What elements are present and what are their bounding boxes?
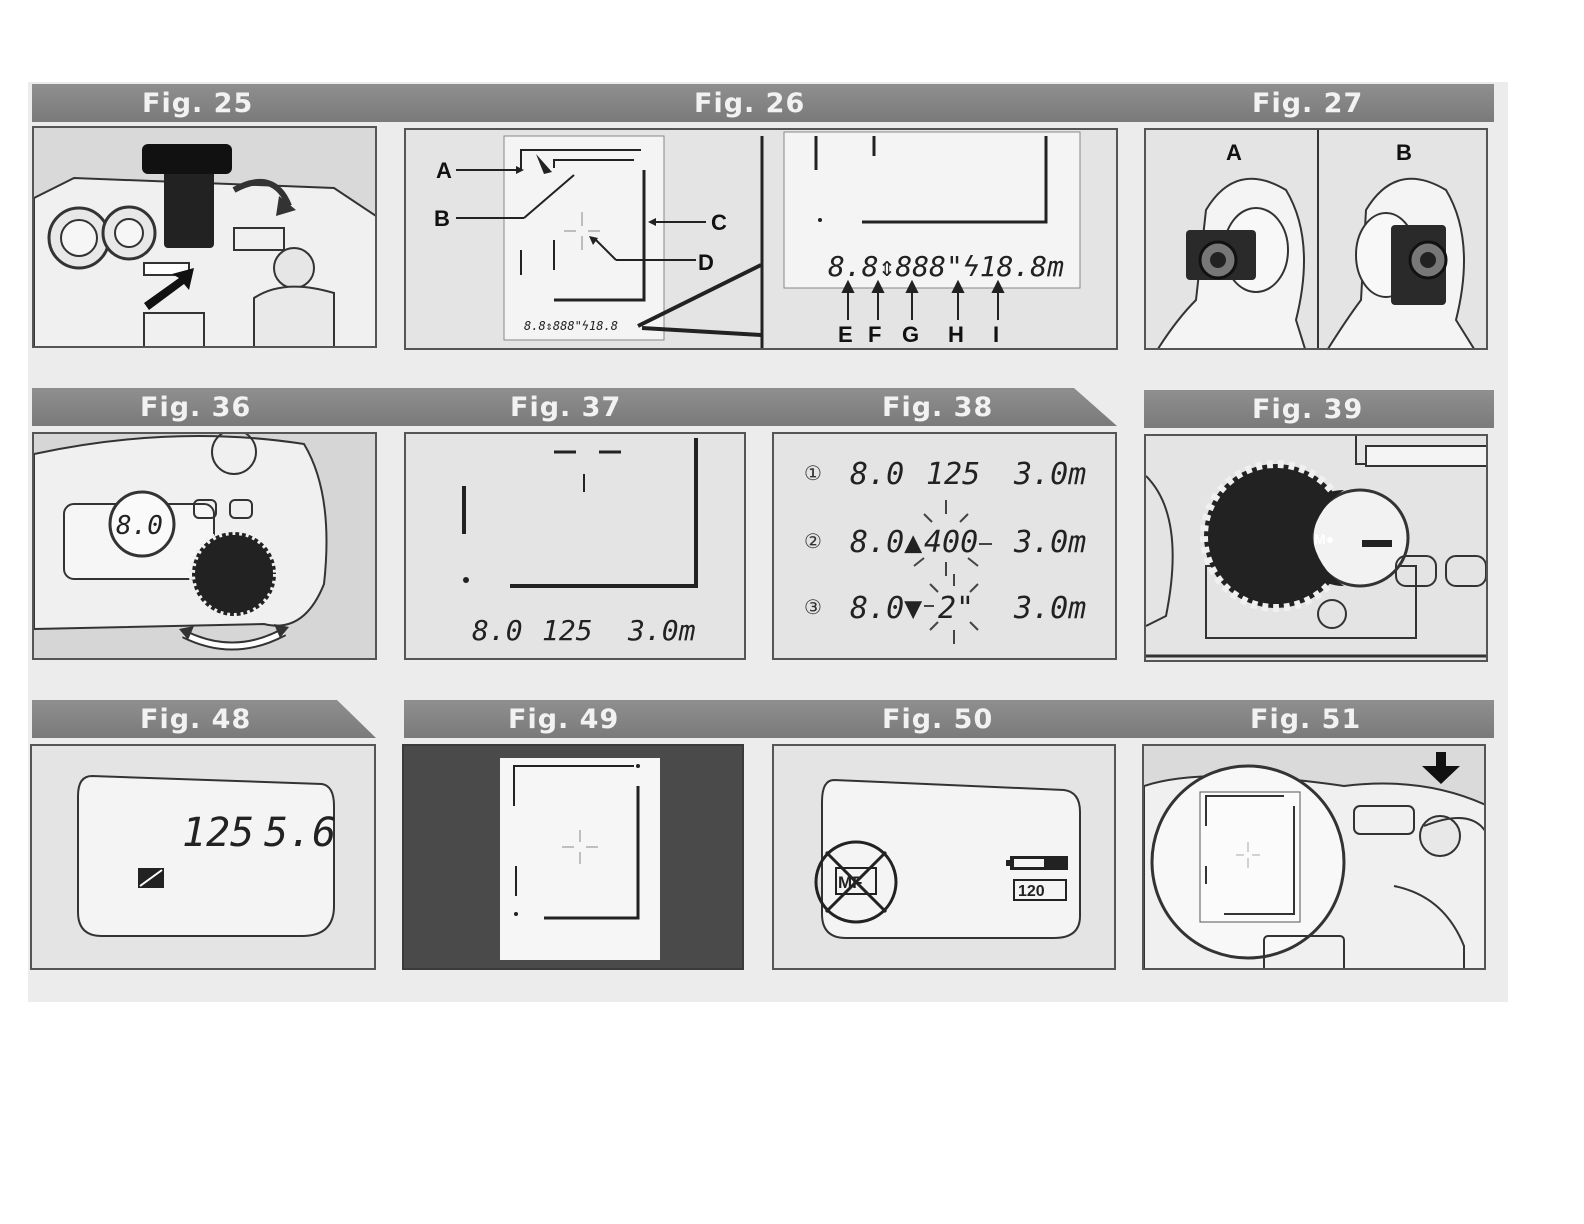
- fig-header-band-row1: Fig. 25 Fig. 26 Fig. 27: [32, 84, 1494, 122]
- callout-d: D: [698, 250, 714, 275]
- camera-top-illustration: [34, 128, 377, 348]
- exposure-warning-display: ① 8.0 125 3.0m ② 8.0▲ 400 3.0m ③ 8.0▼ 2"…: [774, 434, 1117, 660]
- callout-a: A: [436, 158, 452, 183]
- callout-e: E: [838, 322, 853, 347]
- aperture-value: 8.0: [116, 511, 163, 541]
- row-2-distance: 3.0m: [1013, 525, 1086, 560]
- label-a: A: [1226, 140, 1242, 165]
- row-3-shutter: 2": [938, 591, 974, 626]
- fig-50-label: Fig. 50: [882, 704, 993, 735]
- row-2-number: ②: [804, 531, 822, 553]
- shutter-value: 125: [182, 810, 254, 856]
- row-3-distance: 3.0m: [1013, 591, 1086, 626]
- label-b: B: [1396, 140, 1412, 165]
- fig-36-panel: 8.0: [32, 432, 377, 660]
- fig-48-panel: 125 5.6: [30, 744, 376, 970]
- fig-26-panel: A B C D 8.8⇕888"ϟ18.8 8.8⇕888"ϟ18.8m E F…: [404, 128, 1118, 350]
- callout-b: B: [434, 206, 450, 231]
- press-arrow-icon: [1422, 752, 1460, 784]
- fig-header-band-row3-right: Fig. 49 Fig. 50 Fig. 51: [404, 700, 1494, 738]
- aperture-dial-illustration: 8.0: [34, 434, 377, 660]
- fig-50-panel: MF 120: [772, 744, 1116, 970]
- fig-header-band-row3-left: Fig. 48: [32, 700, 376, 738]
- callout-i: I: [993, 322, 999, 347]
- viewfinder-frame-49: [404, 746, 744, 970]
- fig-36-label: Fig. 36: [140, 392, 251, 423]
- row-2-shutter: 400: [924, 525, 978, 560]
- fig-38-panel: ① 8.0 125 3.0m ② 8.0▲ 400 3.0m ③ 8.0▼ 2"…: [772, 432, 1117, 660]
- fig-header-band-row2-right: Fig. 39: [1144, 390, 1494, 428]
- shutter-value: 125: [542, 614, 593, 647]
- small-lcd-readout: 8.8⇕888"ϟ18.8: [524, 319, 618, 333]
- fig-49-label: Fig. 49: [508, 704, 619, 735]
- fig-39-panel: M●: [1144, 434, 1488, 662]
- mode-label: M●: [1314, 531, 1334, 547]
- film-counter: 120: [1018, 883, 1045, 900]
- fig-51-label: Fig. 51: [1250, 704, 1361, 735]
- fig-39-label: Fig. 39: [1252, 394, 1363, 425]
- fig-27-panel: A B: [1144, 128, 1488, 350]
- fig-38-label: Fig. 38: [882, 392, 993, 423]
- row-1-aperture: 8.0: [850, 457, 904, 492]
- fig-27-label: Fig. 27: [1252, 88, 1363, 119]
- fig-51-panel: [1142, 744, 1486, 970]
- aperture-value: 5.6: [264, 810, 336, 856]
- mode-dial-illustration: M●: [1146, 436, 1488, 662]
- row-1-number: ①: [804, 463, 822, 485]
- callout-f: F: [868, 322, 881, 347]
- camera-holding-illustration: A B: [1146, 130, 1488, 350]
- callout-h: H: [948, 322, 964, 347]
- lcd-panel-48: 125 5.6: [32, 746, 376, 970]
- row-2-aperture: 8.0▲: [850, 525, 922, 560]
- row-1-shutter: 125: [926, 457, 980, 492]
- aperture-value: 8.0: [472, 614, 523, 647]
- row-3-number: ③: [804, 597, 822, 619]
- fig-37-label: Fig. 37: [510, 392, 621, 423]
- large-lcd-readout: 8.8⇕888"ϟ18.8m: [828, 250, 1064, 283]
- fig-37-panel: 8.0 125 3.0m: [404, 432, 746, 660]
- fig-26-label: Fig. 26: [694, 88, 805, 119]
- viewfinder-display-37: 8.0 125 3.0m: [406, 434, 746, 660]
- viewfinder-display-diagram: A B C D 8.8⇕888"ϟ18.8 8.8⇕888"ϟ18.8m E F…: [406, 130, 1118, 350]
- fig-48-label: Fig. 48: [140, 704, 251, 735]
- lcd-panel-50: MF 120: [774, 746, 1116, 970]
- row-1-distance: 3.0m: [1013, 457, 1086, 492]
- callout-c: C: [711, 210, 727, 235]
- fig-25-panel: [32, 126, 377, 348]
- fig-header-band-row2: Fig. 36 Fig. 37 Fig. 38: [32, 388, 1117, 426]
- distance-value: 3.0m: [627, 614, 696, 647]
- fig-25-label: Fig. 25: [142, 88, 253, 119]
- shutter-half-press-illustration: [1144, 746, 1486, 970]
- callout-g: G: [902, 322, 919, 347]
- row-3-aperture: 8.0▼: [850, 591, 922, 626]
- fig-49-panel: [402, 744, 744, 970]
